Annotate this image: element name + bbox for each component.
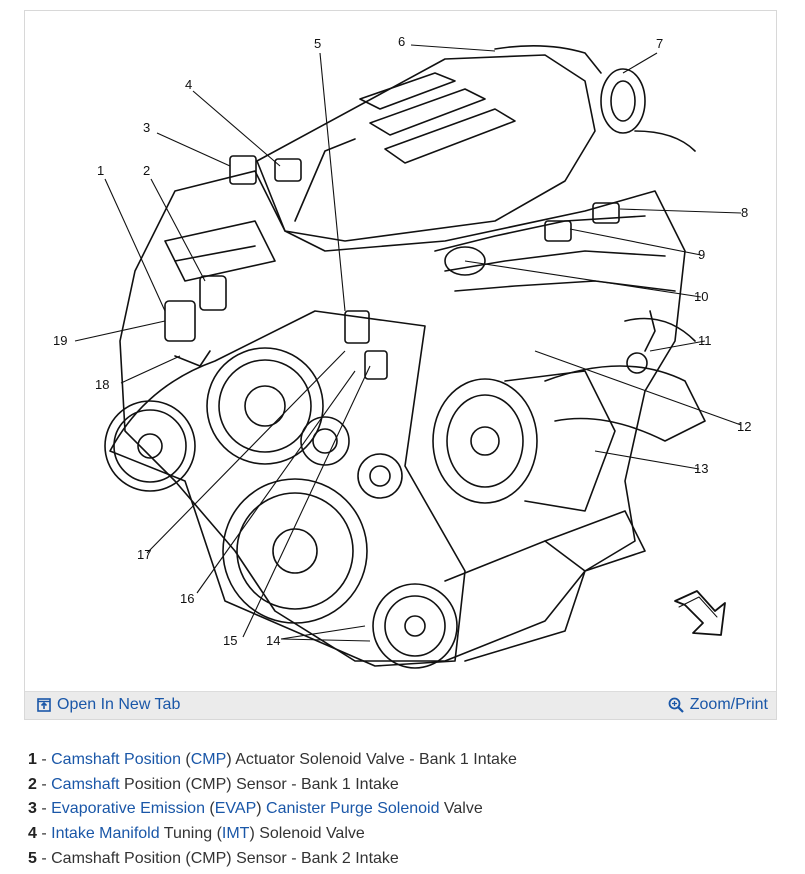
parts-legend: 1 - Camshaft Position (CMP) Actuator Sol… [28,748,788,871]
legend-separator: - [36,800,52,818]
callout-9: 9 [698,247,705,262]
legend-term-link[interactable]: EVAP [214,800,257,818]
diagram-toolbar: Open In New Tab Zoom/Print [25,691,776,719]
legend-text: Position (CMP) Sensor - Bank 1 Intake [119,775,399,793]
legend-term-link[interactable]: Canister Purge Solenoid [266,800,440,818]
legend-item: 2 - Camshaft Position (CMP) Sensor - Ban… [28,773,788,798]
callout-5: 5 [314,36,321,51]
callout-3: 3 [143,120,150,135]
legend-item: 1 - Camshaft Position (CMP) Actuator Sol… [28,748,788,773]
legend-text: ( [180,751,191,768]
callout-18: 18 [95,377,109,392]
legend-text: Camshaft Position (CMP) Sensor - Bank 2 … [51,849,399,867]
callout-13: 13 [694,461,708,476]
open-new-tab-label: Open In New Tab [57,696,181,713]
callout-4: 4 [185,77,192,92]
callout-16: 16 [180,591,194,606]
legend-term-link[interactable]: Evaporative Emission [51,800,205,818]
legend-item: 4 - Intake Manifold Tuning (IMT) Solenoi… [28,822,788,847]
zoom-print-button[interactable]: Zoom/Print [668,696,768,714]
legend-text: ) [256,800,267,818]
legend-item-number: 3 [28,800,37,818]
magnifier-icon [668,697,684,713]
legend-text: ( [204,800,215,818]
callout-7: 7 [656,36,663,51]
open-new-tab-icon [37,698,51,712]
legend-text: Tuning ( [159,825,222,843]
callout-numbers: 1 2 3 4 5 6 7 8 9 10 11 12 13 14 15 16 1… [53,34,751,648]
callout-10: 10 [694,289,708,304]
legend-item-number: 4 [28,825,37,843]
callout-14: 14 [266,633,280,648]
legend-item-number: 1 [28,751,37,768]
legend-item: 5 - Camshaft Position (CMP) Sensor - Ban… [28,847,788,872]
legend-term-link[interactable]: Camshaft Position [51,751,181,768]
legend-term-link[interactable]: IMT [221,825,250,843]
legend-separator: - [36,825,52,843]
diagram-frame: 1 2 3 4 5 6 7 8 9 10 11 12 13 14 15 16 1… [24,10,777,720]
callout-17: 17 [137,547,151,562]
zoom-print-label: Zoom/Print [689,696,768,713]
engine-line-drawing [74,44,742,669]
callout-2: 2 [143,163,150,178]
legend-item: 3 - Evaporative Emission (EVAP) Canister… [28,797,788,822]
callout-11: 11 [698,333,712,348]
open-new-tab-button[interactable]: Open In New Tab [37,696,180,714]
legend-term-link[interactable]: Camshaft [51,775,120,793]
legend-text: ) Solenoid Valve [249,825,365,843]
callout-19: 19 [53,333,67,348]
callout-6: 6 [398,34,405,49]
legend-item-number: 5 [28,849,37,867]
legend-separator: - [36,775,52,793]
legend-term-link[interactable]: CMP [190,751,227,768]
legend-text: Valve [439,800,483,818]
callout-1: 1 [97,163,104,178]
legend-separator: - [36,751,52,768]
callout-15: 15 [223,633,237,648]
callout-12: 12 [737,419,751,434]
legend-term-link[interactable]: Intake Manifold [51,825,160,843]
legend-text: ) Actuator Solenoid Valve - Bank 1 Intak… [226,751,517,768]
engine-diagram: 1 2 3 4 5 6 7 8 9 10 11 12 13 14 15 16 1… [25,11,776,691]
callout-8: 8 [741,205,748,220]
legend-item-number: 2 [28,775,37,793]
legend-separator: - [36,849,52,867]
